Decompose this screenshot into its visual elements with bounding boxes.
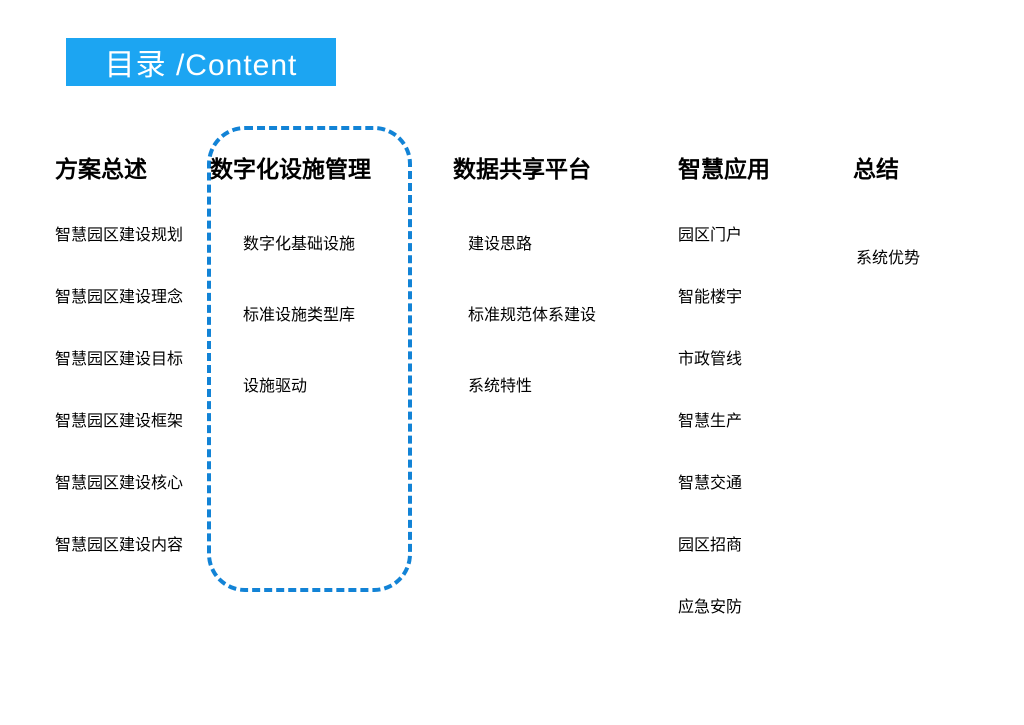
column-header: 数字化设施管理	[210, 156, 371, 182]
column-header: 总结	[853, 156, 899, 182]
content-column-overview: 方案总述 智慧园区建设规划 智慧园区建设理念 智慧园区建设目标 智慧园区建设框架…	[55, 153, 183, 557]
toc-item: 系统特性	[468, 378, 533, 395]
toc-item: 智慧交通	[678, 475, 743, 492]
toc-item: 标准规范体系建设	[468, 307, 597, 324]
content-column-digital-facility: 数字化设施管理 数字化基础设施 标准设施类型库 设施驱动	[210, 153, 371, 398]
toc-item: 智慧生产	[678, 413, 743, 430]
toc-item: 智能楼宇	[678, 289, 743, 306]
content-column-data-sharing: 数据共享平台 建设思路 标准规范体系建设 系统特性	[453, 153, 596, 398]
column-header: 数据共享平台	[453, 156, 591, 182]
toc-item: 智慧园区建设框架	[55, 413, 184, 430]
highlight-outline	[207, 126, 412, 592]
toc-item: 园区招商	[678, 537, 743, 554]
slide-title-text: 目录 /Content	[104, 49, 298, 82]
toc-item: 应急安防	[678, 599, 743, 616]
toc-item: 智慧园区建设理念	[55, 289, 184, 306]
content-column-smart-apps: 智慧应用 园区门户 智能楼宇 市政管线 智慧生产 智慧交通 园区招商 应急安防	[678, 153, 770, 619]
slide-title: 目录 /Content	[66, 38, 336, 86]
toc-item: 设施驱动	[243, 378, 308, 395]
toc-item: 智慧园区建设核心	[55, 475, 184, 492]
content-column-summary: 总结 系统优势	[853, 153, 920, 270]
toc-item: 系统优势	[856, 250, 921, 267]
toc-item: 智慧园区建设规划	[55, 227, 184, 244]
toc-item: 标准设施类型库	[243, 307, 356, 324]
toc-item: 数字化基础设施	[243, 236, 356, 253]
toc-item: 园区门户	[678, 227, 743, 244]
column-header: 智慧应用	[678, 156, 770, 182]
toc-item: 市政管线	[678, 351, 743, 368]
toc-item: 智慧园区建设目标	[55, 351, 184, 368]
toc-item: 建设思路	[468, 236, 533, 253]
column-header: 方案总述	[55, 156, 147, 182]
toc-item: 智慧园区建设内容	[55, 537, 184, 554]
